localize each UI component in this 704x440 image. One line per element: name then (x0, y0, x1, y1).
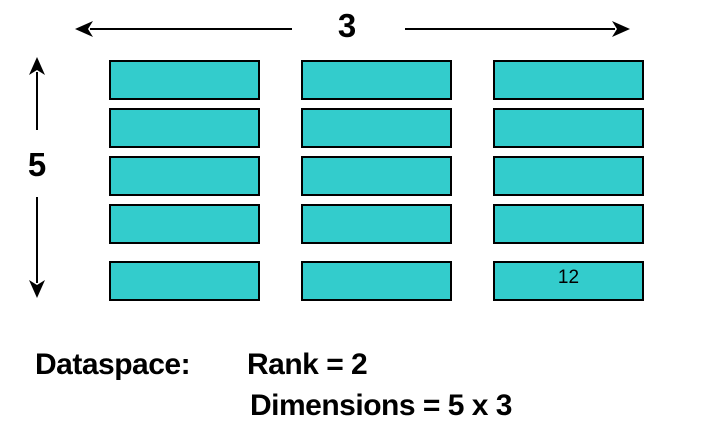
grid-row-4 (109, 204, 644, 244)
grid-cell (109, 60, 260, 100)
grid-cell (301, 204, 452, 244)
arrow-left-head-icon (75, 21, 93, 37)
grid-cell-labeled: 12 (493, 261, 644, 301)
grid-cell (493, 204, 644, 244)
arrow-right-head-icon (612, 21, 630, 37)
grid-row-2 (109, 108, 644, 148)
grid-cell (109, 204, 260, 244)
grid-cell (493, 60, 644, 100)
cell-element-count: 12 (557, 267, 580, 288)
dataspace-grid: 12 (109, 60, 644, 301)
grid-row-1 (109, 60, 644, 100)
grid-row-5: 12 (109, 261, 644, 301)
grid-cell (493, 156, 644, 196)
grid-cell (109, 261, 260, 301)
grid-cell (301, 261, 452, 301)
grid-cell (301, 156, 452, 196)
vertical-dimension-label: 5 (27, 146, 47, 183)
caption-dimensions-value: Dimensions = 5 x 3 (250, 389, 512, 422)
caption-rank-value: Rank = 2 (247, 348, 368, 381)
grid-cell (493, 108, 644, 148)
arrow-up-head-icon (29, 57, 45, 75)
caption-dataspace-title: Dataspace: (35, 348, 191, 381)
horizontal-dimension-label: 3 (337, 7, 357, 44)
grid-cell (109, 156, 260, 196)
arrow-down-head-icon (29, 280, 45, 298)
grid-cell (109, 108, 260, 148)
grid-row-3 (109, 156, 644, 196)
grid-cell (301, 108, 452, 148)
grid-cell (301, 60, 452, 100)
